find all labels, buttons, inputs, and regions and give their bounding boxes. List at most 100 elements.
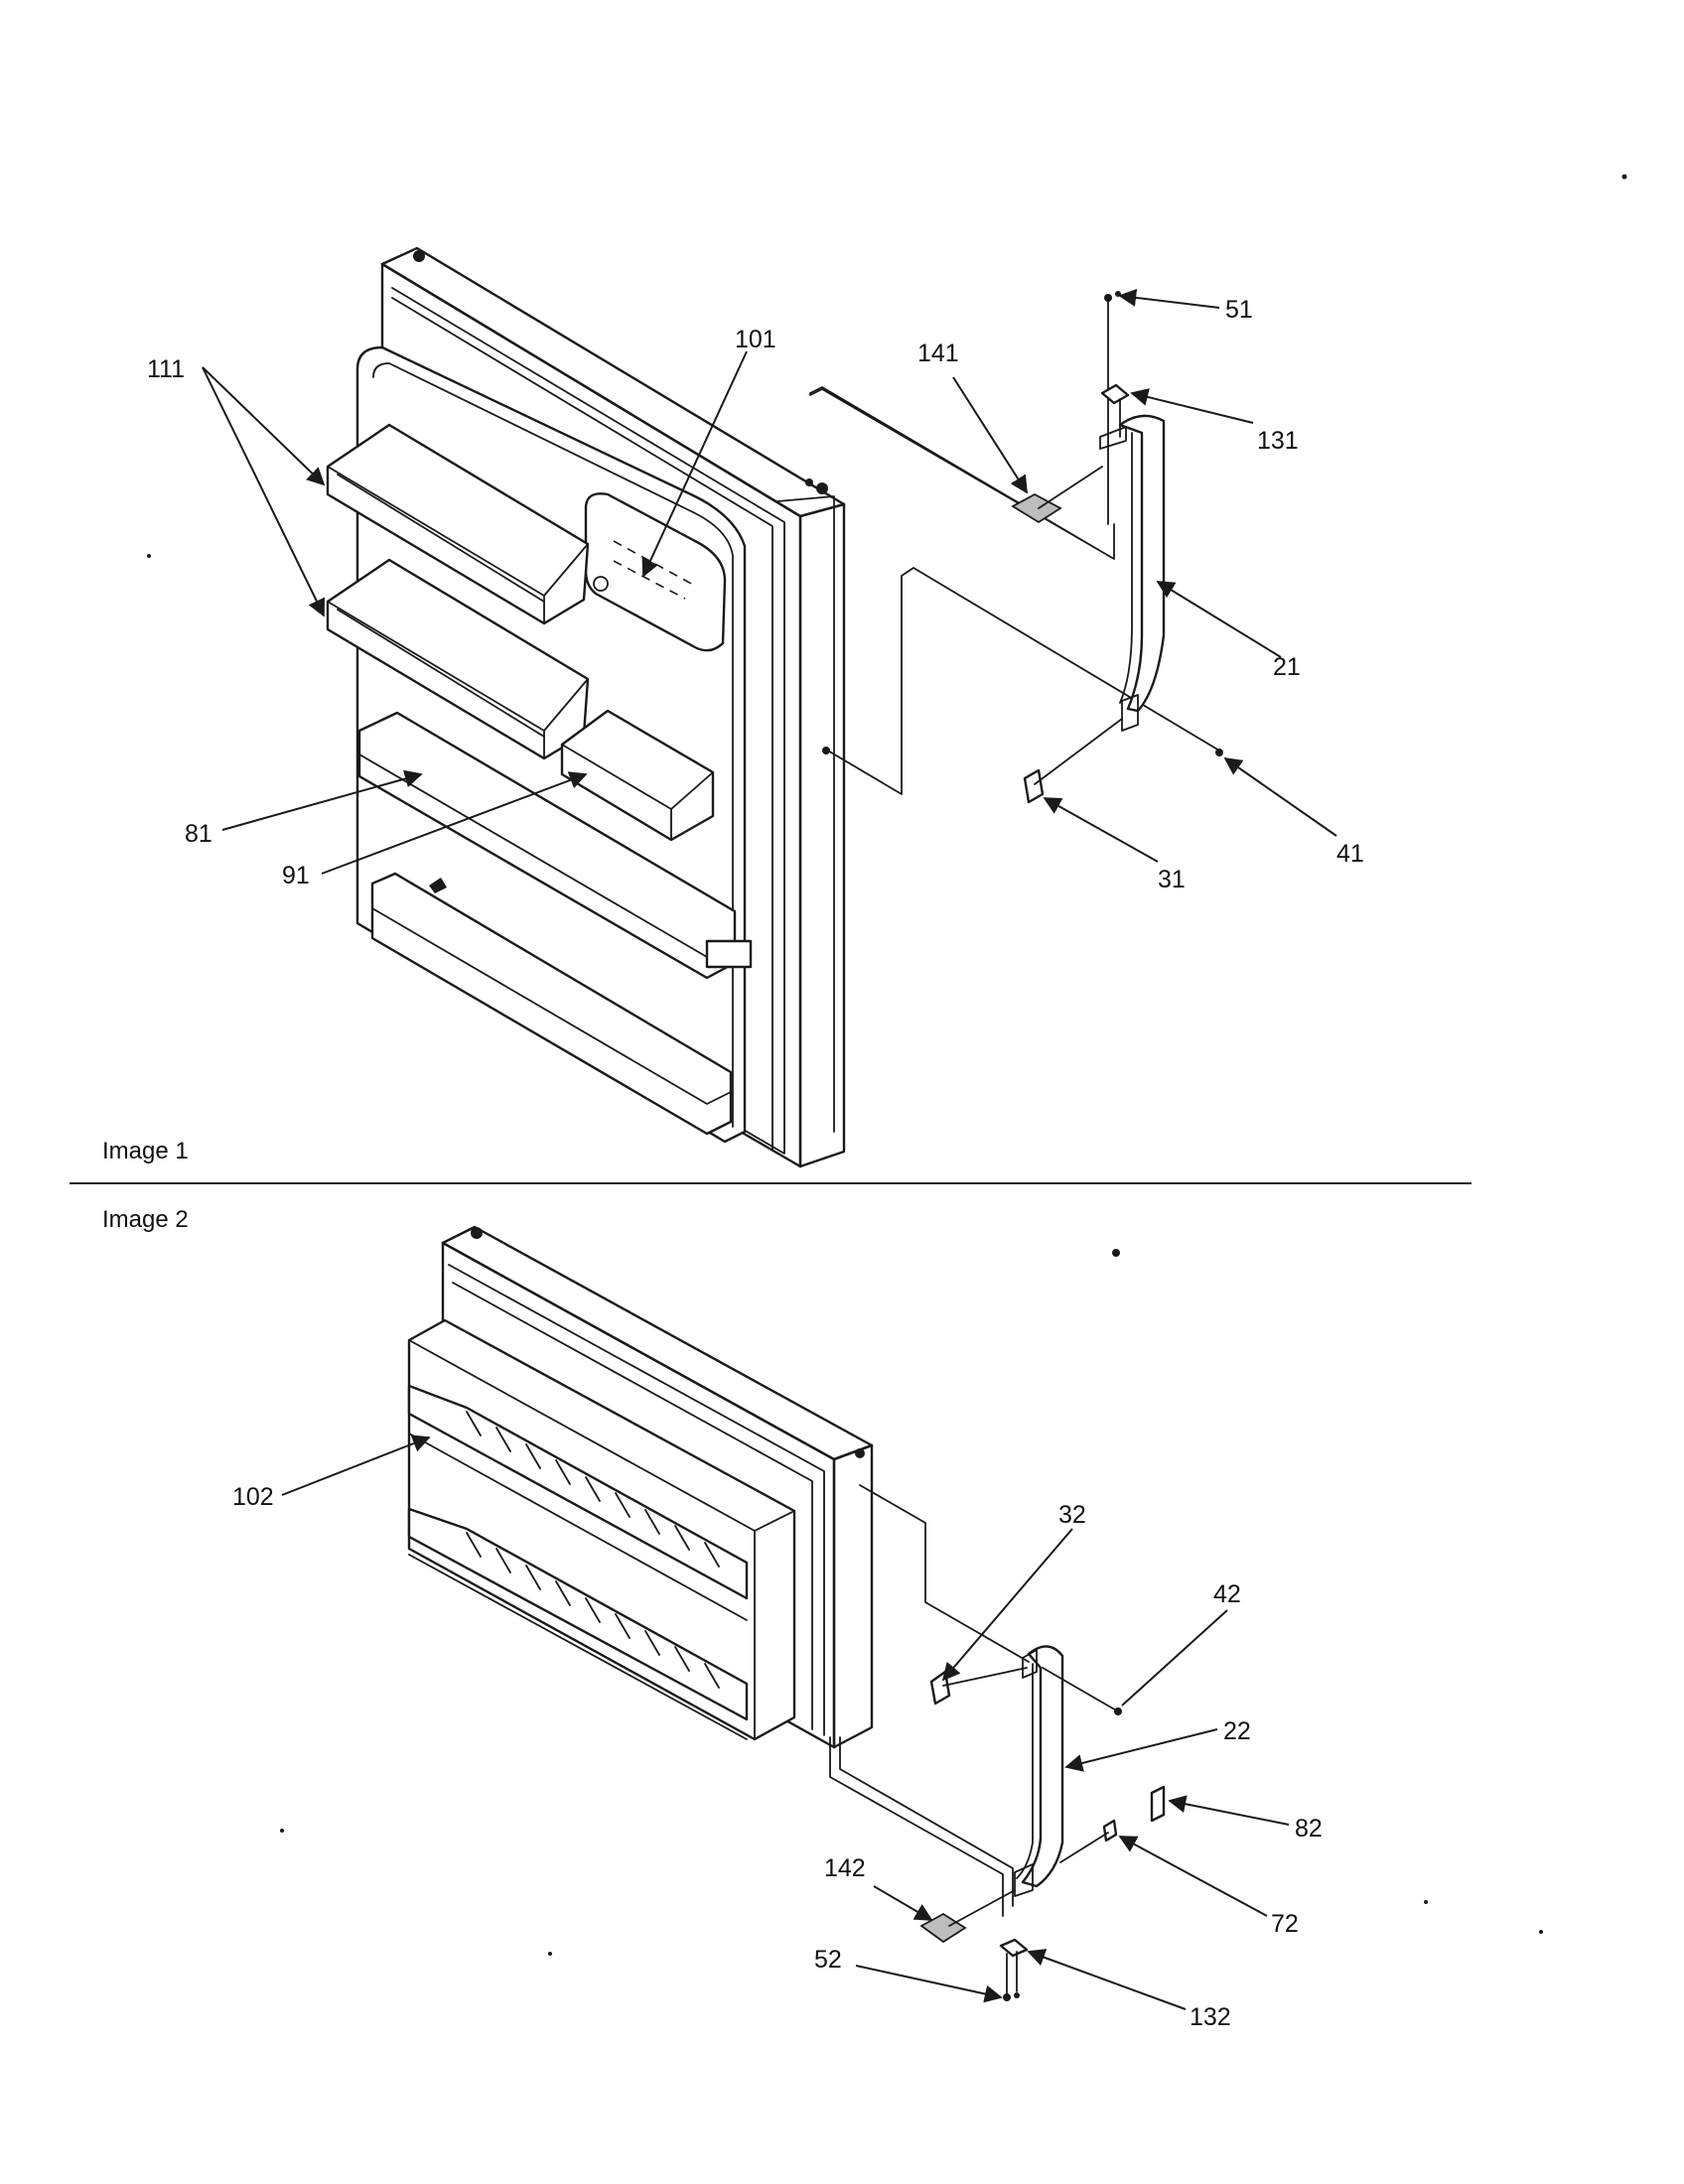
callout-42: 42 [1213, 1580, 1241, 1608]
scan-specks [147, 174, 1627, 1956]
callout-32: 32 [1058, 1501, 1086, 1529]
leader-141 [952, 376, 1028, 494]
freezer-handle [1021, 1645, 1064, 1888]
freezer-shelf-upper [407, 1384, 749, 1600]
callout-132: 132 [1190, 2003, 1231, 2031]
door-shelf-bin-upper-front [327, 466, 589, 624]
callout-141: 141 [917, 340, 959, 367]
freezer-inner-liner [407, 1318, 796, 1741]
door-bottom-shelf-lip [371, 907, 732, 1105]
freezer-handle-top-mount [1022, 1649, 1038, 1679]
freezer-wire-lower [829, 1736, 1014, 1917]
callout-52: 52 [814, 1946, 842, 1974]
gasket-ring-3 [776, 495, 835, 1133]
end-cap-top-link [1038, 466, 1103, 509]
section-label-image-1: Image 1 [102, 1138, 189, 1164]
door-handle [1118, 414, 1166, 713]
freezer-handle-inner-edge [1016, 1663, 1034, 1879]
freezer-trim-link [1059, 1832, 1109, 1863]
leader-132 [1027, 1949, 1187, 2010]
freezer-trim-piece-72 [1102, 1819, 1118, 1843]
freezer-shelf-lower-lip [408, 1554, 748, 1740]
door-clip [429, 878, 447, 893]
freezer-wire-upper [859, 1484, 1030, 1663]
door-hinge-hole-1 [816, 482, 828, 494]
door-small-bin [560, 709, 715, 842]
handle-screw-41 [1215, 749, 1223, 756]
freezer-screw-shaft [1006, 1951, 1018, 1996]
door-shelf-bin-upper [326, 423, 590, 625]
freezer-screw-42-link [1042, 1667, 1119, 1712]
door-shelf-bin-lower-rail [337, 609, 545, 738]
dairy-compartment-knob [593, 576, 609, 592]
door-handle-inner-edge [1119, 432, 1133, 704]
handle-bottom-mount [1121, 694, 1139, 732]
callout-72: 72 [1271, 1910, 1299, 1938]
freezer-bottom-bracket [999, 1938, 1029, 1958]
callout-51: 51 [1225, 296, 1253, 324]
leader-32 [941, 1528, 1073, 1682]
gasket-ring-2 [391, 297, 773, 1151]
leader-111-upper [202, 366, 326, 486]
door-small-bin-front [561, 744, 714, 841]
handle-screw-head [1104, 294, 1112, 302]
freezer-screw-head [1003, 1993, 1011, 2001]
freezer-shelf-lower [407, 1507, 749, 1721]
leader-41 [1223, 756, 1337, 837]
callout-21: 21 [1273, 653, 1301, 681]
leaders-image-1 [202, 288, 1337, 875]
callout-41: 41 [1336, 840, 1364, 868]
leader-102 [281, 1434, 431, 1496]
section-label-image-2: Image 2 [102, 1206, 189, 1233]
callout-111: 111 [147, 355, 185, 383]
freezer-shelf-lower-slots [466, 1532, 720, 1689]
freezer-hinge-hole [855, 1448, 865, 1458]
wire-harness-upper [809, 386, 1115, 560]
leaders-image-2 [281, 1434, 1290, 2010]
leader-42 [1121, 1609, 1228, 1706]
callout-101: 101 [735, 326, 776, 353]
handle-end-cap-top [1011, 492, 1062, 524]
leader-91 [321, 771, 588, 875]
section-divider [70, 1182, 1472, 1184]
handle-bracket-stem [1107, 398, 1121, 525]
freezer-door-top-pin [471, 1227, 483, 1239]
leader-111-lower [202, 366, 325, 617]
handle-end-cap-bottom [1023, 768, 1045, 804]
leader-21 [1156, 581, 1282, 658]
callout-22: 22 [1223, 1717, 1251, 1745]
freezer-handle-bottom-mount [1014, 1863, 1034, 1897]
door-top-pin [413, 250, 425, 262]
freezer-liner-edge [408, 1339, 795, 1740]
fresh-food-door-assembly [326, 246, 1223, 1168]
leader-72 [1118, 1836, 1268, 1917]
freezer-gasket-ring-2 [452, 1282, 813, 1730]
door-wide-shelf-lip [358, 775, 708, 979]
callout-81: 81 [185, 820, 212, 848]
leader-131 [1130, 388, 1254, 424]
leader-22 [1064, 1728, 1218, 1772]
freezer-shelf-upper-slots [466, 1411, 720, 1568]
freezer-screw-tip [1014, 1992, 1020, 1998]
callout-labels: 101 141 51 131 111 21 81 91 31 41 102 32… [147, 296, 1364, 2031]
freezer-end-cap-bottom-link [948, 1889, 1016, 1927]
liner-inner-edge [372, 362, 734, 1128]
callout-31: 31 [1158, 866, 1186, 893]
freezer-shelf-upper-lip [408, 1433, 748, 1621]
leader-51 [1118, 288, 1220, 309]
freezer-end-cap-top-link [942, 1667, 1028, 1687]
dairy-compartment-hidden-lines [613, 540, 696, 600]
callout-91: 91 [282, 862, 310, 889]
door-bottom-shelf [370, 872, 733, 1136]
callout-102: 102 [232, 1483, 274, 1511]
door-screw-hole [822, 747, 830, 754]
door-hinge-hole-2 [805, 478, 813, 486]
door-shelf-bin-upper-rail [337, 474, 545, 603]
handle-top-bracket [1100, 383, 1130, 405]
callout-82: 82 [1295, 1815, 1323, 1843]
leader-101 [641, 350, 748, 578]
wire-harness-lower [825, 567, 1220, 795]
leader-31 [1043, 797, 1159, 863]
leader-142 [873, 1885, 933, 1921]
callout-131: 131 [1257, 427, 1299, 455]
